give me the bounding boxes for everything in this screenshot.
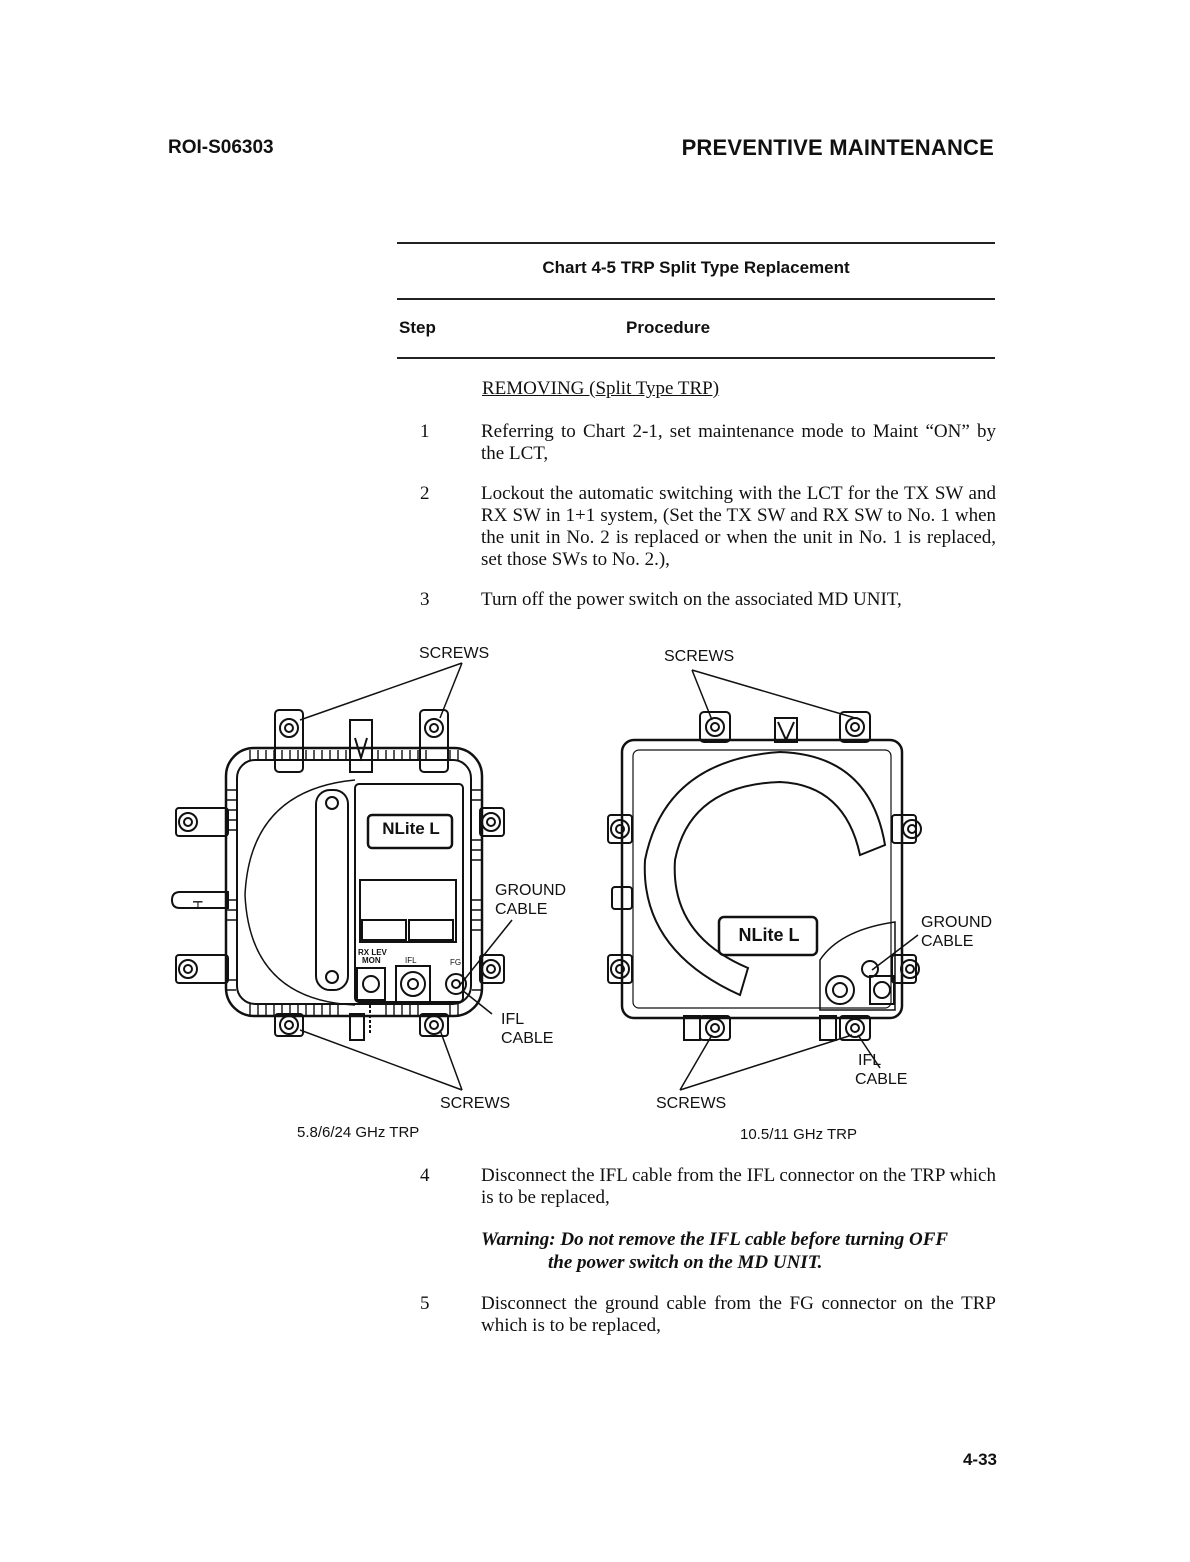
right-ifl-cable-label: CABLE xyxy=(855,1071,908,1088)
warning-line-1: Warning: Do not remove the IFL cable bef… xyxy=(481,1229,949,1250)
step-text: Disconnect the IFL cable from the IFL co… xyxy=(481,1165,996,1208)
left-trp-unit: H xyxy=(170,662,513,1091)
table-rule-mid xyxy=(397,298,995,300)
warning-line-2: the power switch on the MD UNIT. xyxy=(548,1252,823,1273)
right-ifl-label: IFL xyxy=(858,1052,882,1069)
step-text: Referring to Chart 2-1, set maintenance … xyxy=(481,421,996,464)
step-number: 4 xyxy=(420,1165,430,1186)
left-ifl-label: IFL xyxy=(501,1011,525,1028)
left-rx-lev-tag: RX LEV xyxy=(358,948,387,957)
left-nlite-logo: NLite L xyxy=(382,819,440,838)
chart-title: Chart 4-5 TRP Split Type Replacement xyxy=(542,258,850,277)
svg-text:H: H xyxy=(190,900,206,910)
step-number: 1 xyxy=(420,421,430,442)
left-ifl-tag: IFL xyxy=(405,956,417,965)
step-number: 2 xyxy=(420,483,430,504)
step-text: Turn off the power switch on the associa… xyxy=(481,589,902,610)
section-title: PREVENTIVE MAINTENANCE xyxy=(681,135,994,160)
left-mon-tag: MON xyxy=(362,956,381,965)
warning-note: Warning: Do not remove the IFL cable bef… xyxy=(481,1228,996,1274)
step-text: Disconnect the ground cable from the FG … xyxy=(481,1293,996,1336)
step-text: Lockout the automatic switching with the… xyxy=(481,483,996,570)
left-screws-bottom-label: SCREWS xyxy=(440,1095,511,1112)
column-header-step: Step xyxy=(399,318,436,337)
column-header-procedure: Procedure xyxy=(626,318,711,337)
right-figure-caption: 10.5/11 GHz TRP xyxy=(740,1126,857,1143)
left-ifl-cable-label: CABLE xyxy=(501,1030,554,1047)
right-ground-label: GROUND xyxy=(921,914,993,931)
table-rule-top xyxy=(397,242,995,244)
left-screws-top-label: SCREWS xyxy=(419,645,490,662)
step-number: 5 xyxy=(420,1293,430,1314)
right-screws-bottom-label: SCREWS xyxy=(656,1095,727,1112)
right-nlite-logo: NLite L xyxy=(738,925,800,945)
page-number: 4-33 xyxy=(962,1450,997,1469)
step-number: 3 xyxy=(420,589,430,610)
table-rule-bottom xyxy=(397,357,995,359)
right-trp-unit xyxy=(607,669,922,1091)
right-screws-top-label: SCREWS xyxy=(664,648,735,665)
left-fg-tag: FG xyxy=(450,958,462,967)
document-id: ROI-S06303 xyxy=(168,137,274,158)
section-heading: REMOVING (Split Type TRP) xyxy=(482,378,720,399)
left-figure-caption: 5.8/6/24 GHz TRP xyxy=(297,1124,420,1141)
left-ground-label: GROUND xyxy=(495,882,567,899)
left-cable-label: CABLE xyxy=(495,901,548,918)
right-cable-label: CABLE xyxy=(921,933,974,950)
